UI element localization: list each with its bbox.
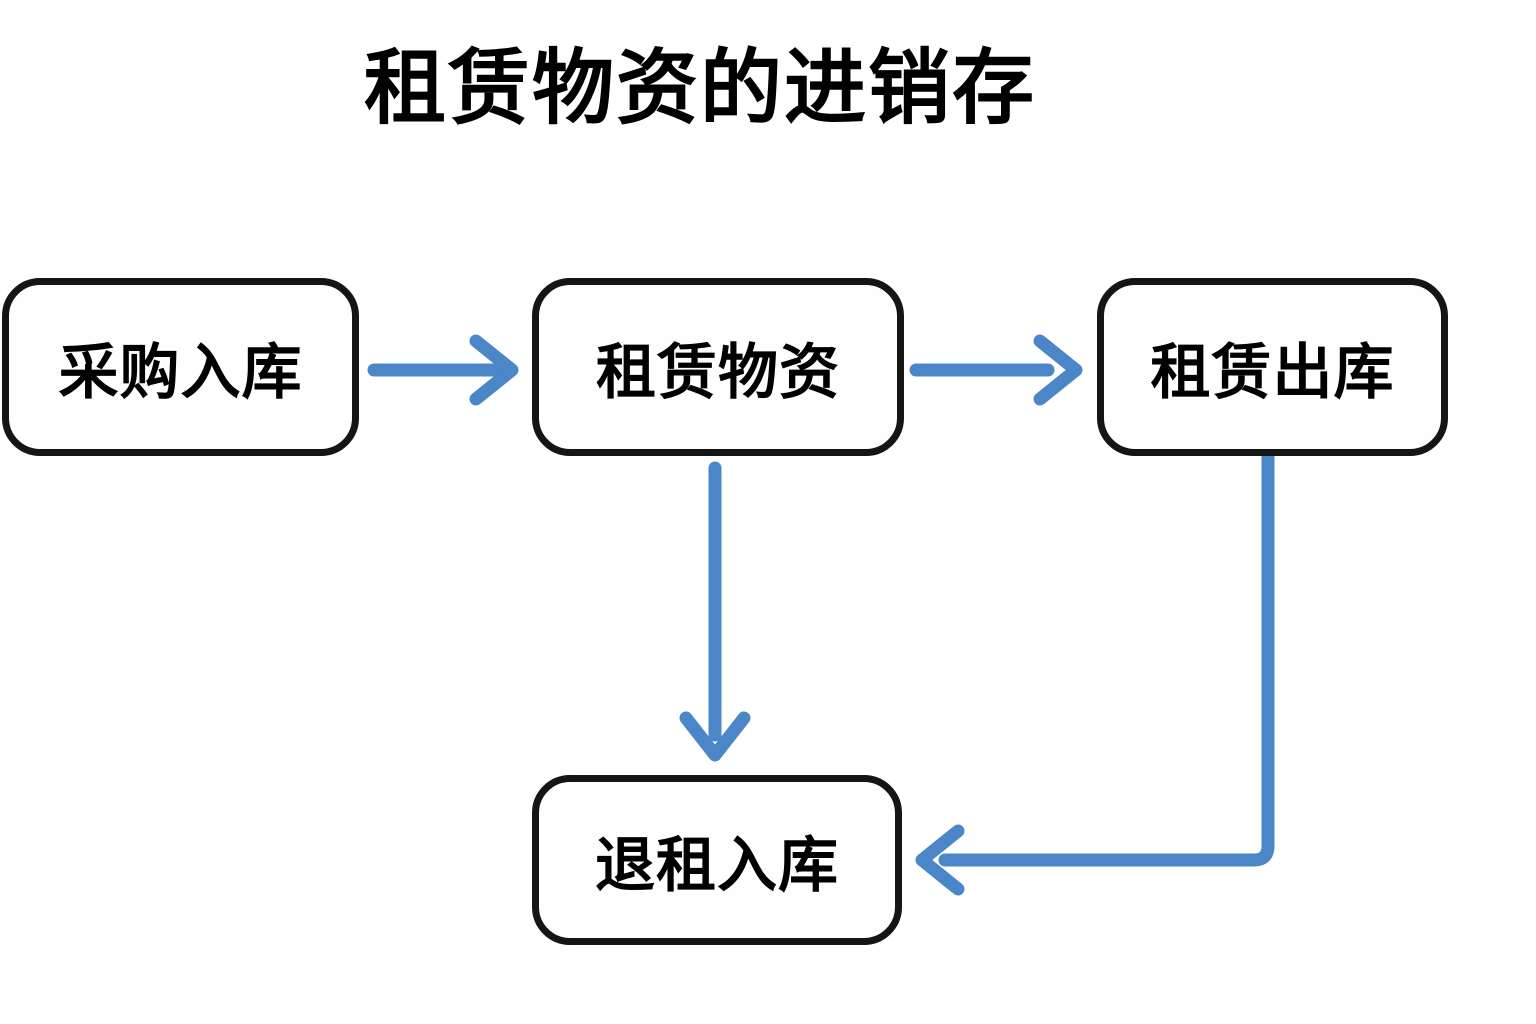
node-label: 采购入库 [58,337,303,408]
node-label: 租赁出库 [1150,337,1395,408]
page-title: 租赁物资的进销存 [363,41,1036,136]
arrow-left-icon [915,824,965,896]
node-return-in[interactable]: 退租入库 [532,775,902,945]
arrow-right-icon [469,334,519,406]
edge-purchase-to-goods [367,334,519,406]
node-rental-goods[interactable]: 租赁物资 [532,278,904,456]
edge-goods-to-out [909,334,1083,406]
edge-goods-to-return [679,461,751,762]
node-rental-out[interactable]: 租赁出库 [1097,278,1448,456]
arrow-down-icon [679,711,751,762]
arrow-right-icon [1033,334,1083,406]
node-label: 退租入库 [595,830,839,901]
edge-out-to-return [915,449,1275,896]
node-purchase-in[interactable]: 采购入库 [2,278,359,456]
node-label: 租赁物资 [596,337,840,408]
edge-line [938,449,1275,867]
